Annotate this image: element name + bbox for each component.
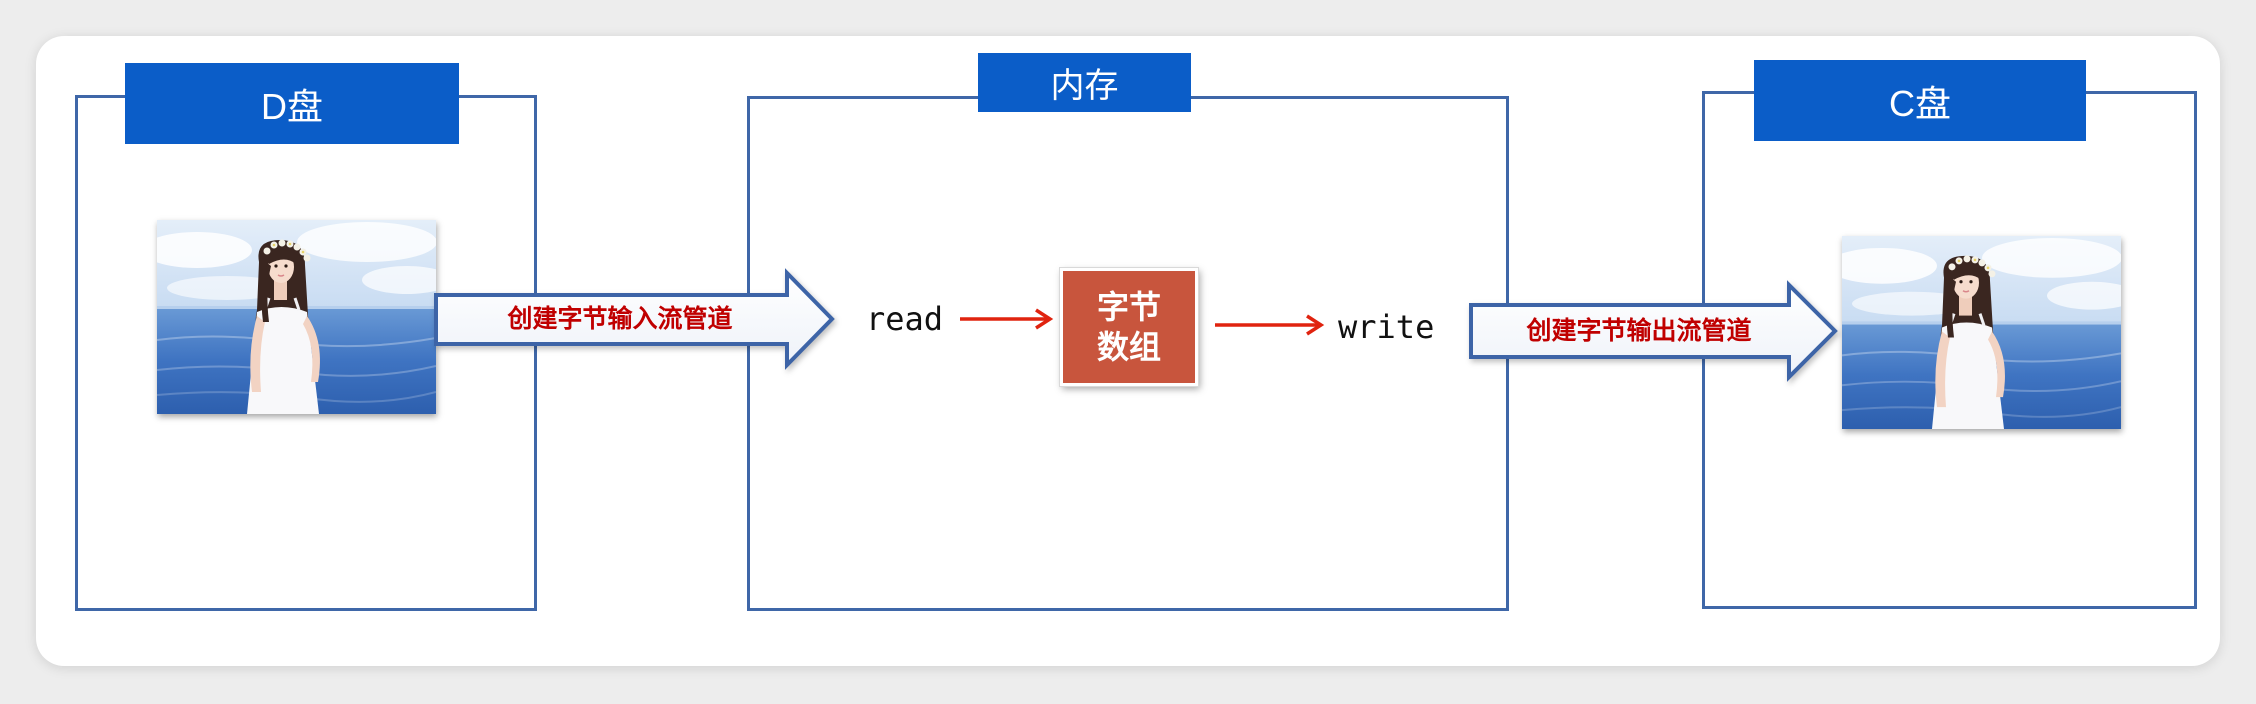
target-photo — [1842, 236, 2121, 429]
read-text: read — [866, 300, 944, 338]
byte-array-box: 字节 数组 — [1060, 268, 1198, 386]
input-stream-label: 创建字节输入流管道 — [507, 305, 733, 333]
output-stream-arrow — [1469, 280, 1838, 382]
memory-label: 内存 — [978, 53, 1191, 112]
write-text: write — [1338, 308, 1435, 346]
byte-array-line2: 数组 — [1096, 329, 1161, 365]
array-to-write-arrow — [1215, 314, 1325, 336]
byte-array-line1: 字节 — [1096, 289, 1161, 325]
output-stream-label: 创建字节输出流管道 — [1526, 317, 1752, 345]
read-to-array-arrow — [960, 308, 1054, 330]
source-photo — [157, 220, 436, 414]
d-drive-label: D盘 — [125, 63, 459, 144]
input-stream-arrow — [434, 268, 835, 370]
c-drive-label: C盘 — [1754, 60, 2086, 141]
